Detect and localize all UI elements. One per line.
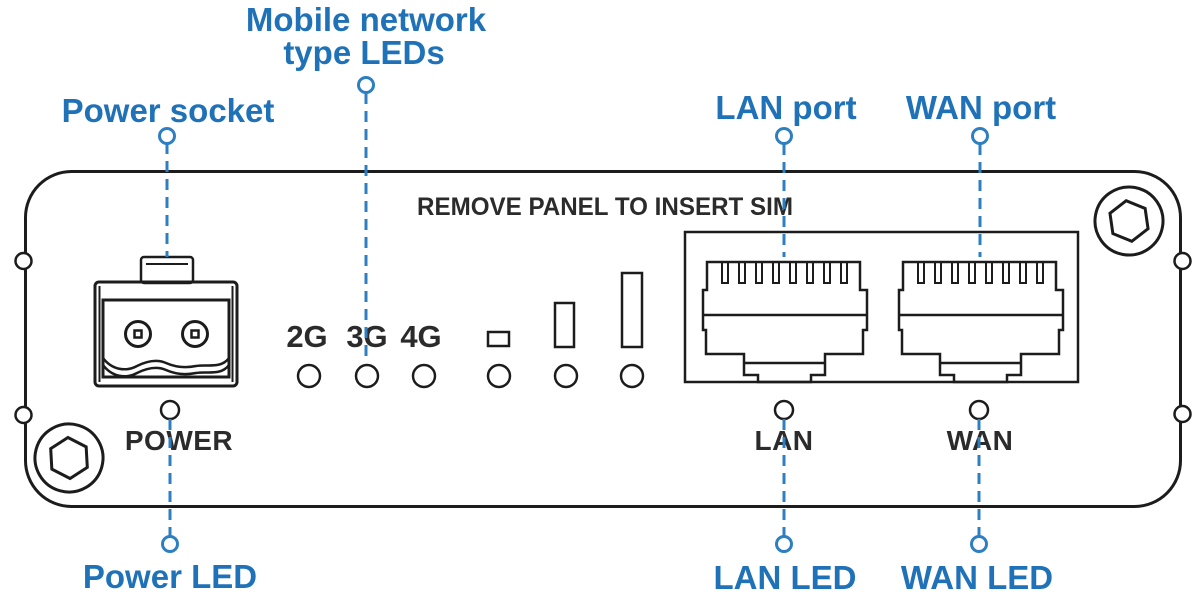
socket-pin-left	[124, 320, 152, 348]
power-led	[159, 399, 181, 421]
panel-print-labels: REMOVE PANEL TO INSERT SIM 2G 3G 4G POWE…	[125, 193, 1013, 456]
callout-lan-led: LAN LED	[714, 559, 857, 596]
lan-led	[773, 399, 795, 421]
led-3g	[354, 363, 380, 389]
led-4g	[411, 363, 437, 389]
callout-lan-port: LAN port	[715, 89, 856, 126]
wan-port-jack	[897, 260, 1065, 384]
signal-bar-small	[486, 330, 511, 348]
led-signal-1	[486, 363, 512, 389]
label-4g: 4G	[400, 319, 441, 354]
wan-led	[968, 399, 990, 421]
socket-tab	[139, 255, 195, 285]
callout-mobile-network-line1: Mobile network	[246, 1, 487, 38]
edge-notch	[1173, 251, 1192, 271]
label-2g: 2G	[286, 319, 327, 354]
edge-notch	[14, 251, 33, 271]
wan-port-callout-dot	[971, 127, 989, 145]
signal-strength-bars	[486, 271, 644, 349]
led-signal-3	[619, 363, 645, 389]
callout-power-led: Power LED	[83, 558, 257, 595]
led-row	[296, 363, 645, 389]
sim-note-label: REMOVE PANEL TO INSERT SIM	[417, 193, 793, 221]
callout-mobile-network-line2: type LEDs	[283, 34, 444, 71]
power-socket	[93, 255, 239, 388]
signal-bar-medium	[553, 301, 576, 349]
panel-face	[24, 170, 1182, 508]
callout-power-socket: Power socket	[62, 92, 275, 129]
mobile-leds-callout-dot	[357, 76, 375, 94]
lan-port-jack	[701, 260, 869, 384]
lan-port-callout-dot	[775, 127, 793, 145]
socket-pin-left-core	[133, 329, 143, 339]
socket-body	[93, 280, 239, 388]
power-led-callout-dot	[161, 535, 179, 553]
led-signal-2	[553, 363, 579, 389]
callout-wan-led: WAN LED	[901, 559, 1053, 596]
signal-bar-large	[620, 271, 644, 349]
label-power: POWER	[125, 425, 233, 456]
socket-pin-right	[181, 320, 209, 348]
bottom-left-screw	[25, 414, 113, 502]
socket-window	[101, 298, 231, 379]
callout-lines	[165, 93, 982, 536]
panel-artwork	[14, 170, 1192, 508]
top-right-screw	[1088, 180, 1170, 262]
led-2g	[296, 363, 322, 389]
power-socket-callout-dot	[158, 127, 176, 145]
ethernet-ports-bezel	[683, 230, 1080, 384]
edge-notch	[1173, 404, 1192, 424]
wan-led-callout-dot	[970, 535, 988, 553]
socket-wave-top	[101, 356, 231, 371]
callout-labels: Mobile network type LEDs Power socket LA…	[62, 1, 1057, 596]
socket-pin-right-core	[190, 329, 200, 339]
lan-led-callout-dot	[775, 535, 793, 553]
edge-notch	[14, 405, 33, 425]
callout-wan-port: WAN port	[906, 89, 1056, 126]
